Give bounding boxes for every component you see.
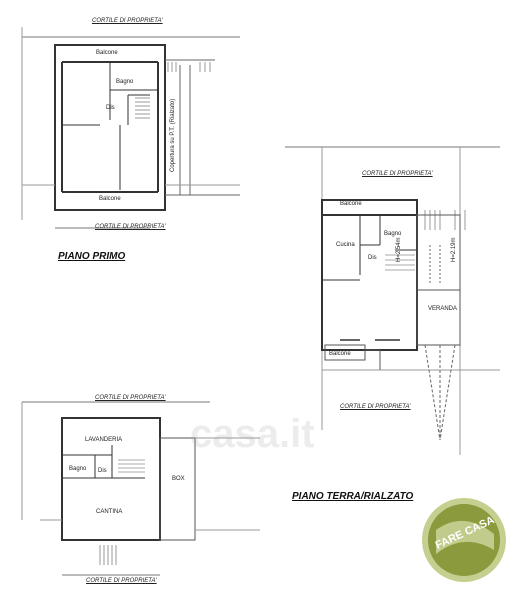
balcone-label-pt-bottom: Balcone	[329, 351, 351, 357]
balcone-label-p1-bottom: Balcone	[99, 196, 121, 202]
balcone-label-p1-top: Balcone	[96, 50, 118, 56]
dis-label-pt: Dis	[368, 255, 377, 261]
lavanderia-label: LAVANDERIA	[85, 437, 123, 443]
cortile-label-box-bottom: CORTILE DI PROPRIETA'	[86, 578, 157, 584]
bagno-label-pt: Bagno	[384, 231, 402, 237]
balcone-label-pt-top: Balcone	[340, 201, 362, 207]
dis-label-p1: Dis	[106, 105, 115, 111]
piano-terra-plan	[285, 146, 500, 455]
cucina-label: Cucina	[336, 242, 355, 248]
cortile-label-p1-bottom: CORTILE DI PROPRIETA'	[95, 224, 166, 230]
piano-seminterrato-plan	[21, 401, 260, 576]
cortile-label-p1-top: CORTILE DI PROPRIETA'	[92, 18, 163, 24]
cortile-label-box-top: CORTILE DI PROPRIETA'	[95, 395, 166, 401]
bagno-label-p1: Bagno	[116, 79, 134, 85]
cortile-label-pt-top: CORTILE DI PROPRIETA'	[362, 171, 433, 177]
veranda-label: VERANDA	[428, 306, 458, 312]
fare-casa-logo	[422, 498, 506, 582]
piano-primo-title: PIANO PRIMO	[58, 251, 126, 262]
piano-primo-plan	[21, 27, 240, 229]
copertura-label: Copertura su P.T. (Rialzato)	[170, 98, 176, 172]
bagno-label-box: Bagno	[69, 466, 87, 472]
cortile-label-pt-bottom: CORTILE DI PROPRIETA'	[340, 404, 411, 410]
dis-label-box: Dis	[98, 468, 107, 474]
watermark: casa.it	[190, 412, 315, 456]
box-label: BOX	[172, 476, 185, 482]
piano-terra-title: PIANO TERRA/RIALZATO	[292, 491, 414, 502]
height-label-1: H=2.54m	[396, 237, 402, 262]
height-label-2: H=2.19m	[451, 237, 457, 262]
cantina-label: CANTINA	[96, 509, 123, 515]
